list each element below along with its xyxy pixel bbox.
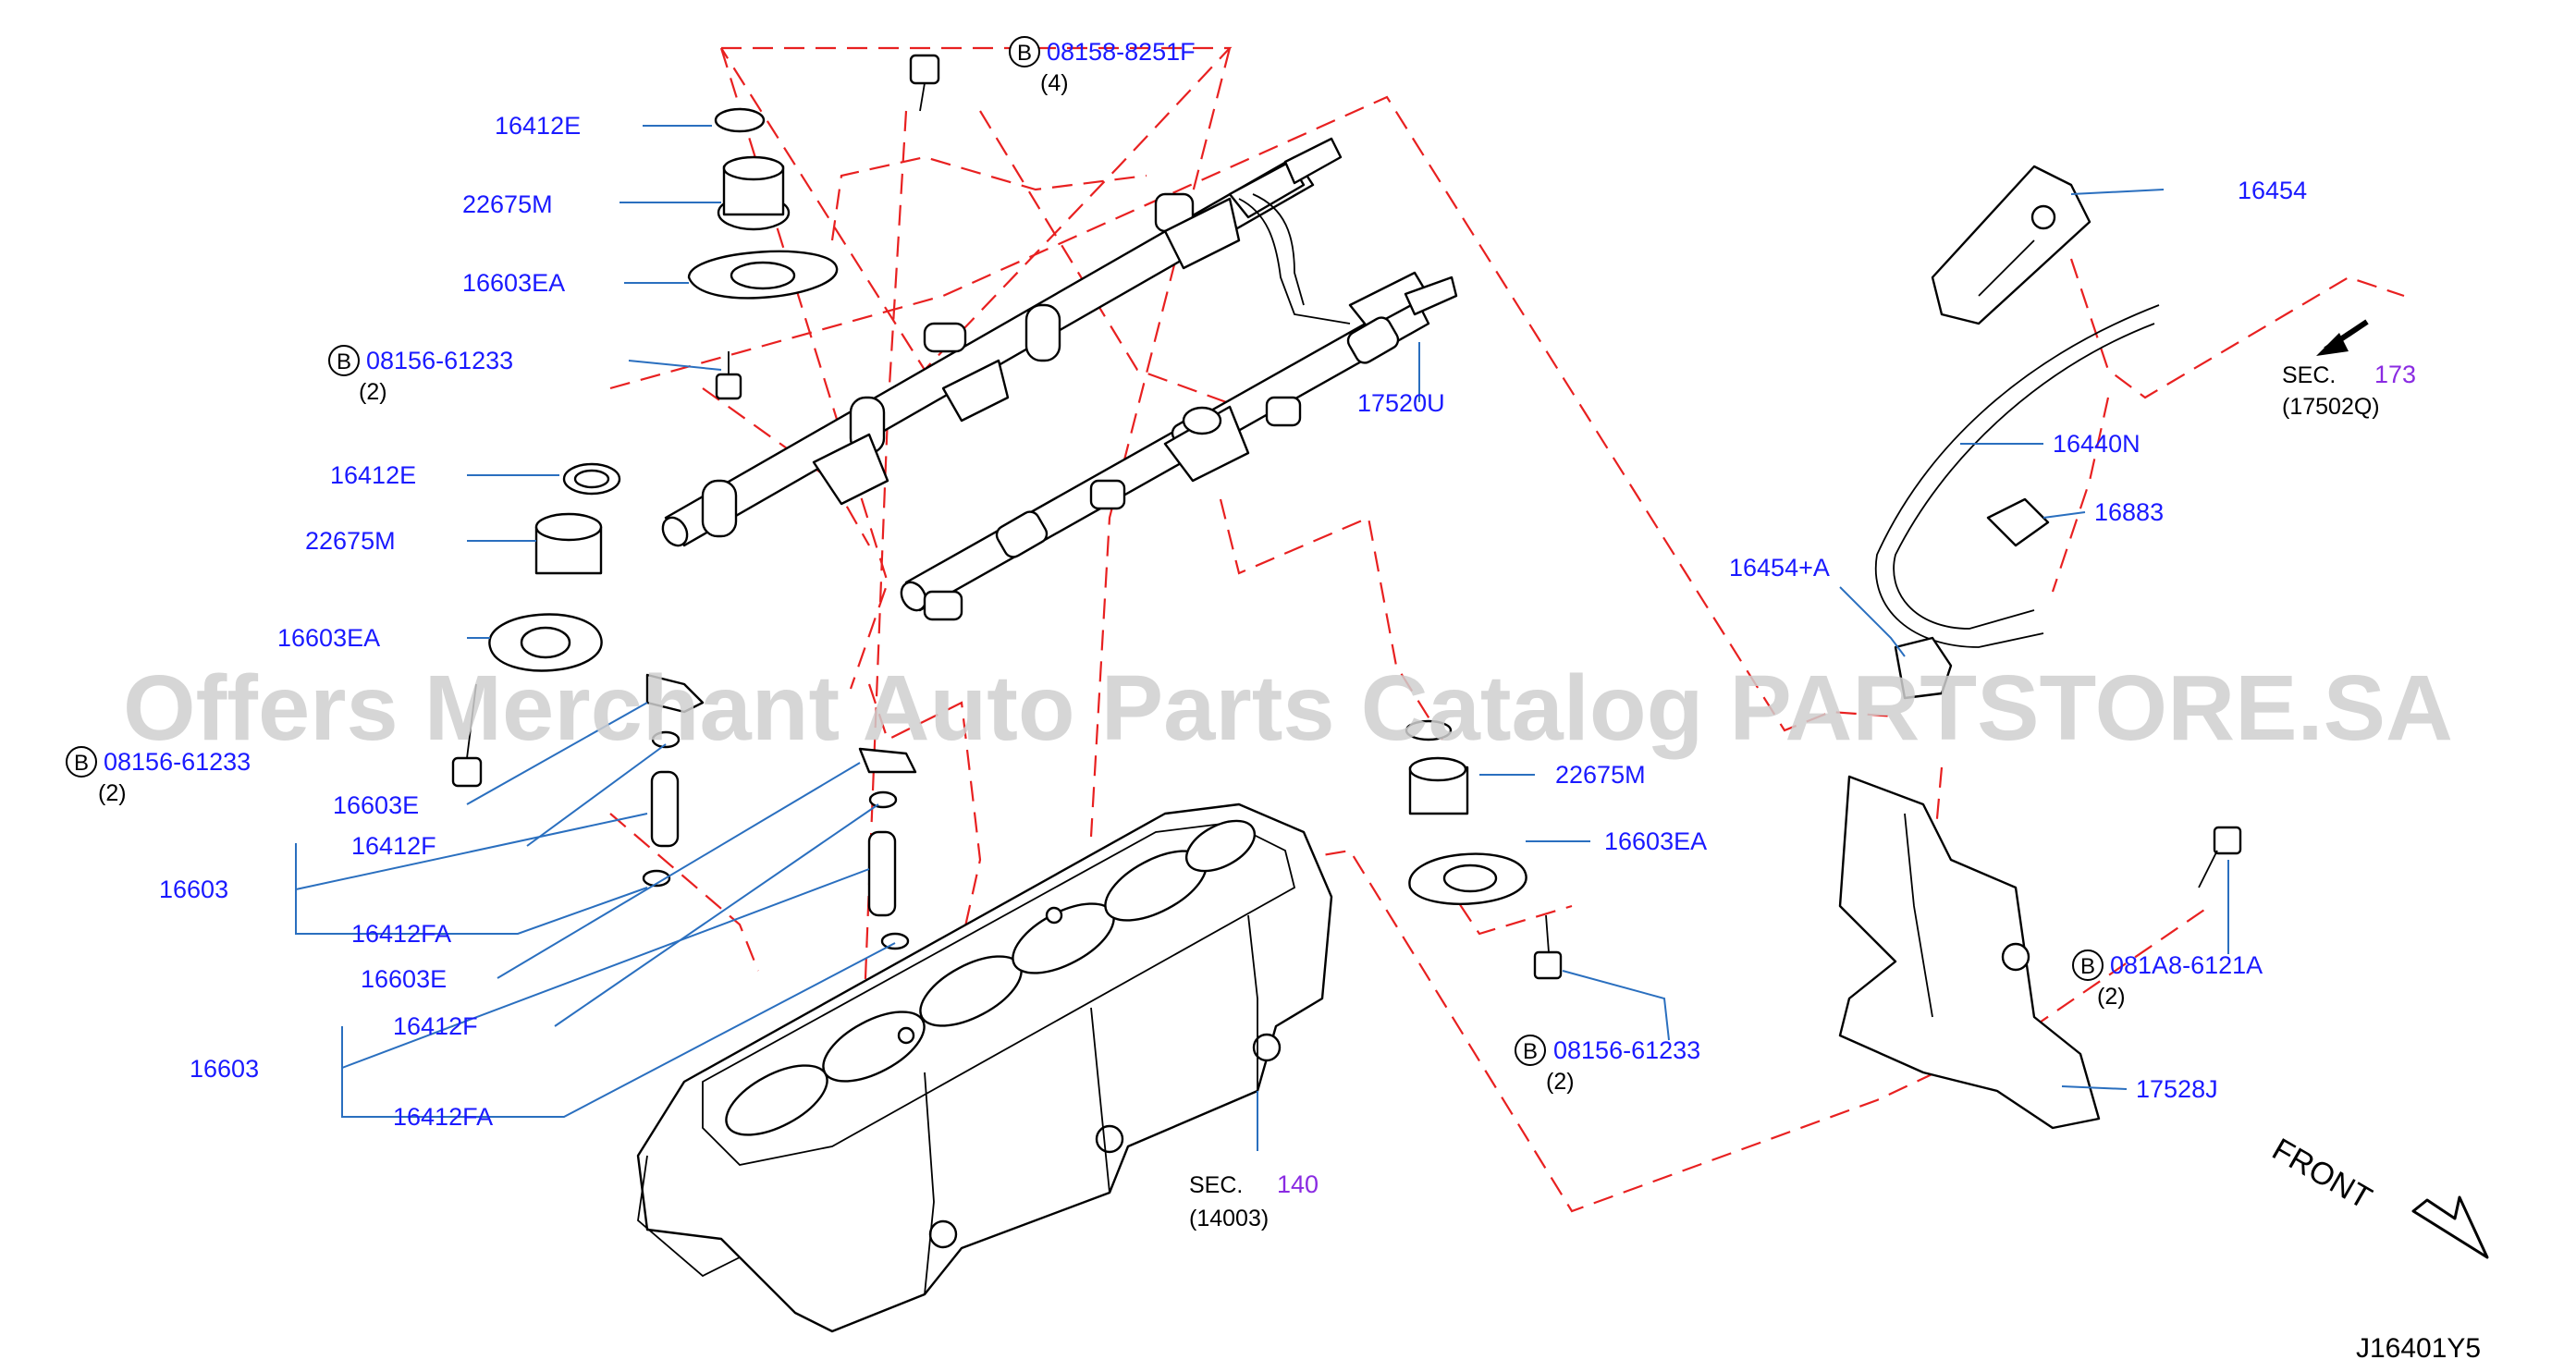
label-16412E-mid[interactable]: 16412E	[330, 461, 416, 489]
label-bolt-left-1[interactable]: 08156-61233	[366, 347, 513, 374]
intake-manifold	[636, 802, 1333, 1333]
label-17520U[interactable]: 17520U	[1357, 389, 1445, 417]
label-16412FA-2[interactable]: 16412FA	[393, 1103, 493, 1131]
bolt-badges: B B B B B	[66, 36, 2104, 1066]
label-16440N[interactable]: 16440N	[2053, 430, 2141, 458]
label-16454[interactable]: 16454	[2238, 177, 2307, 204]
label-sec173-prefix: SEC.	[2282, 362, 2336, 388]
label-bolt-right-1[interactable]: 08156-61233	[1553, 1036, 1700, 1064]
right-parts	[1838, 165, 2369, 1130]
front-arrow-icon	[2411, 1195, 2489, 1259]
label-16603E-1[interactable]: 16603E	[333, 791, 419, 819]
label-bolt-left-2-qty: (2)	[98, 780, 127, 806]
front-indicator: FRONT	[2266, 1132, 2489, 1259]
label-16883[interactable]: 16883	[2094, 498, 2164, 526]
label-22675M-right[interactable]: 22675M	[1555, 761, 1646, 789]
label-22675M-top[interactable]: 22675M	[462, 190, 553, 218]
label-16412F-1[interactable]: 16412F	[351, 832, 436, 860]
label-bolt-left-2[interactable]: 08156-61233	[104, 748, 251, 776]
watermark: Offers Merchant Auto Parts Catalog PARTS…	[123, 656, 2453, 760]
badge-top: B	[1009, 36, 1040, 67]
label-16603EA-mid[interactable]: 16603EA	[277, 624, 380, 652]
label-bolt-top[interactable]: 08158-8251F	[1047, 38, 1196, 66]
label-sec173-sub: (17502Q)	[2282, 394, 2380, 420]
label-bolt-right-1-qty: (2)	[1546, 1069, 1575, 1095]
svg-text:B: B	[1523, 1039, 1538, 1064]
fuel-rail-upper	[661, 137, 1351, 547]
label-16454A[interactable]: 16454+A	[1729, 554, 1830, 582]
svg-text:B: B	[337, 349, 351, 374]
label-sec140-sub: (14003)	[1189, 1206, 1269, 1231]
label-bolt-right-2[interactable]: 081A8-6121A	[2110, 951, 2263, 979]
label-16603EA-right[interactable]: 16603EA	[1604, 827, 1707, 855]
svg-text:B: B	[74, 751, 89, 776]
label-bolt-left-1-qty: (2)	[359, 379, 387, 405]
label-22675M-mid[interactable]: 22675M	[305, 527, 396, 555]
label-16603EA-top[interactable]: 16603EA	[462, 269, 565, 297]
label-16603-2[interactable]: 16603	[190, 1055, 259, 1083]
left-parts	[451, 54, 940, 950]
label-16412F-2[interactable]: 16412F	[393, 1012, 478, 1040]
svg-text:B: B	[2080, 954, 2095, 979]
badge-left-1: B	[328, 345, 360, 376]
leader-lines	[295, 125, 2229, 1151]
front-label: FRONT	[2266, 1132, 2377, 1216]
label-16412FA-1[interactable]: 16412FA	[351, 920, 451, 948]
diagram-code: J16401Y5	[2356, 1333, 2481, 1364]
label-bolt-top-qty: (4)	[1040, 70, 1069, 96]
label-16603-1[interactable]: 16603	[159, 876, 228, 903]
badge-right-2: B	[2072, 949, 2104, 981]
label-16412E-top[interactable]: 16412E	[495, 112, 581, 140]
label-sec173-number[interactable]: 173	[2374, 361, 2416, 388]
label-16603E-2[interactable]: 16603E	[361, 965, 447, 993]
right-center-parts	[1405, 719, 1563, 980]
label-bolt-right-2-qty: (2)	[2097, 984, 2126, 1010]
label-sec140-prefix: SEC.	[1189, 1172, 1243, 1198]
label-17528J[interactable]: 17528J	[2136, 1075, 2218, 1103]
svg-text:B: B	[1017, 41, 1032, 66]
badge-left-2: B	[66, 746, 97, 778]
label-sec140-number[interactable]: 140	[1277, 1170, 1319, 1198]
part-labels: 16412E 22675M 16603EA 08158-8251F (4) 08…	[98, 38, 2416, 1231]
fuel-rail-lower	[900, 271, 1458, 621]
badge-right-1: B	[1515, 1035, 1546, 1066]
